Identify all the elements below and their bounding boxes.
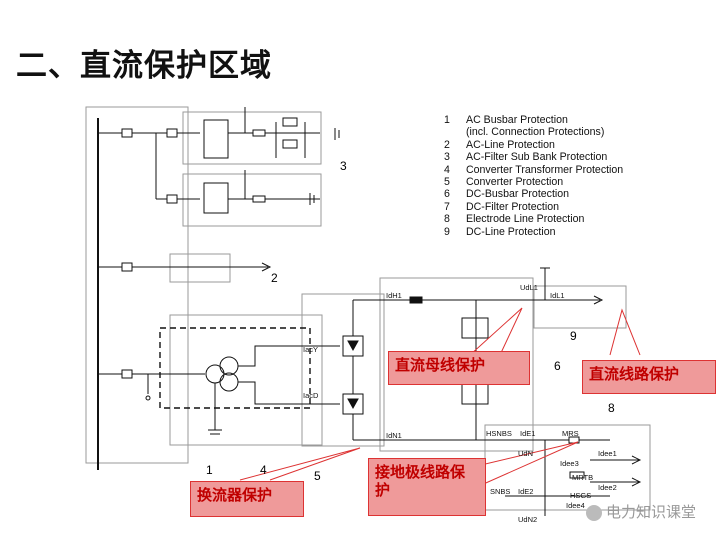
zone-number-4: 4 <box>260 463 267 477</box>
zone-5-box <box>301 293 385 447</box>
legend-item-number: 8 <box>444 213 450 226</box>
legend-item-number: 5 <box>444 176 450 189</box>
signal-mrtb: MRTB <box>572 473 593 482</box>
signal-idl1: IdL1 <box>550 291 565 300</box>
legend: 1 AC Busbar Protection(incl. Connection P… <box>444 114 623 238</box>
signal-snbs: SNBS <box>490 487 510 496</box>
callout-converter: 换流器保护 <box>190 481 304 517</box>
pointer-dc-busbar <box>469 307 523 356</box>
watermark-text: 电力知识课堂 <box>605 503 696 521</box>
zone-2-box <box>169 253 231 283</box>
legend-item: 4 Converter Transformer Protection <box>444 164 623 176</box>
legend-item: 7 DC-Filter Protection <box>444 201 623 213</box>
zone-number-1: 1 <box>206 463 213 477</box>
signal-idee3: Idee3 <box>560 459 579 468</box>
legend-item: 8 Electrode Line Protection <box>444 213 623 225</box>
legend-item-text: AC-Line Protection <box>466 138 555 151</box>
legend-item-number <box>444 126 466 138</box>
legend-item-text: Converter Protection <box>466 176 564 189</box>
legend-item-number: 9 <box>444 225 450 238</box>
signal-idee1: Idee1 <box>598 449 617 458</box>
zone-number-9: 9 <box>570 329 577 343</box>
zone-number-3: 3 <box>340 159 347 173</box>
legend-item-number: 3 <box>444 151 450 164</box>
legend-item-text: AC-Filter Sub Bank Protection <box>466 151 608 164</box>
signal-hsgs: HSGS <box>570 491 591 500</box>
legend-item-number: 7 <box>444 200 450 213</box>
signal-idh1: IdH1 <box>386 291 402 300</box>
legend-item-text: Electrode Line Protection <box>466 213 585 226</box>
converter-dashed-boundary <box>159 327 311 409</box>
signal-ide1: IdE1 <box>520 429 535 438</box>
signal-idee2: Idee2 <box>598 483 617 492</box>
zone-number-5: 5 <box>314 469 321 483</box>
legend-item-text: DC-Filter Protection <box>466 200 560 213</box>
signal-iacy: IacY <box>303 345 318 354</box>
wechat-icon <box>585 504 602 521</box>
callout-dc-busbar: 直流母线保护 <box>388 351 530 385</box>
zone-number-6: 6 <box>554 359 561 373</box>
zone-number-2: 2 <box>271 271 278 285</box>
signal-mrs: MRS <box>562 429 579 438</box>
zone-3-box-upper <box>182 111 322 165</box>
legend-item-text: DC-Line Protection <box>466 225 556 238</box>
watermark: 电力知识课堂 <box>585 501 696 522</box>
legend-item: 2 AC-Line Protection <box>444 139 623 151</box>
signal-iacd: IacD <box>303 391 319 400</box>
legend-item-number: 2 <box>444 138 450 151</box>
legend-item: 3 AC-Filter Sub Bank Protection <box>444 151 623 163</box>
signal-hsnbs: HSNBS <box>486 429 512 438</box>
signal-udl1: UdL1 <box>520 283 538 292</box>
legend-item-text: AC Busbar Protection <box>466 114 568 126</box>
page-title: 二、直流保护区域 <box>16 48 272 84</box>
legend-item: 1 AC Busbar Protection <box>444 114 623 126</box>
zone-9-box <box>533 285 627 329</box>
legend-item-text: DC-Busbar Protection <box>466 188 570 201</box>
legend-item: (incl. Connection Protections) <box>444 126 623 138</box>
legend-item-number: 4 <box>444 163 450 176</box>
signal-udn: UdN <box>518 449 533 458</box>
zone-number-8: 8 <box>608 401 615 415</box>
pointer-converter <box>239 447 361 481</box>
legend-item: 9 DC-Line Protection <box>444 226 623 238</box>
pointer-electrode-line <box>459 441 579 491</box>
legend-item: 5 Converter Protection <box>444 176 623 188</box>
zone-4-box <box>169 314 323 446</box>
signal-idn1: IdN1 <box>386 431 402 440</box>
signal-ide2: IdE2 <box>518 487 533 496</box>
legend-item-text: Converter Transformer Protection <box>466 163 624 176</box>
callout-electrode-line: 接地极线路保护 <box>368 458 486 516</box>
zone-1-box <box>85 106 189 464</box>
zone-6-box <box>379 277 534 452</box>
callout-dc-line: 直流线路保护 <box>582 360 716 394</box>
legend-item-text: (incl. Connection Protections) <box>466 126 605 139</box>
legend-item: 6 DC-Busbar Protection <box>444 188 623 200</box>
legend-item-number: 6 <box>444 188 450 201</box>
signal-udn2: UdN2 <box>518 515 537 524</box>
legend-item-number: 1 <box>444 114 450 126</box>
pointer-dc-line <box>609 308 641 356</box>
signal-idee4: Idee4 <box>566 501 585 510</box>
zone-3-box-lower <box>182 173 322 227</box>
